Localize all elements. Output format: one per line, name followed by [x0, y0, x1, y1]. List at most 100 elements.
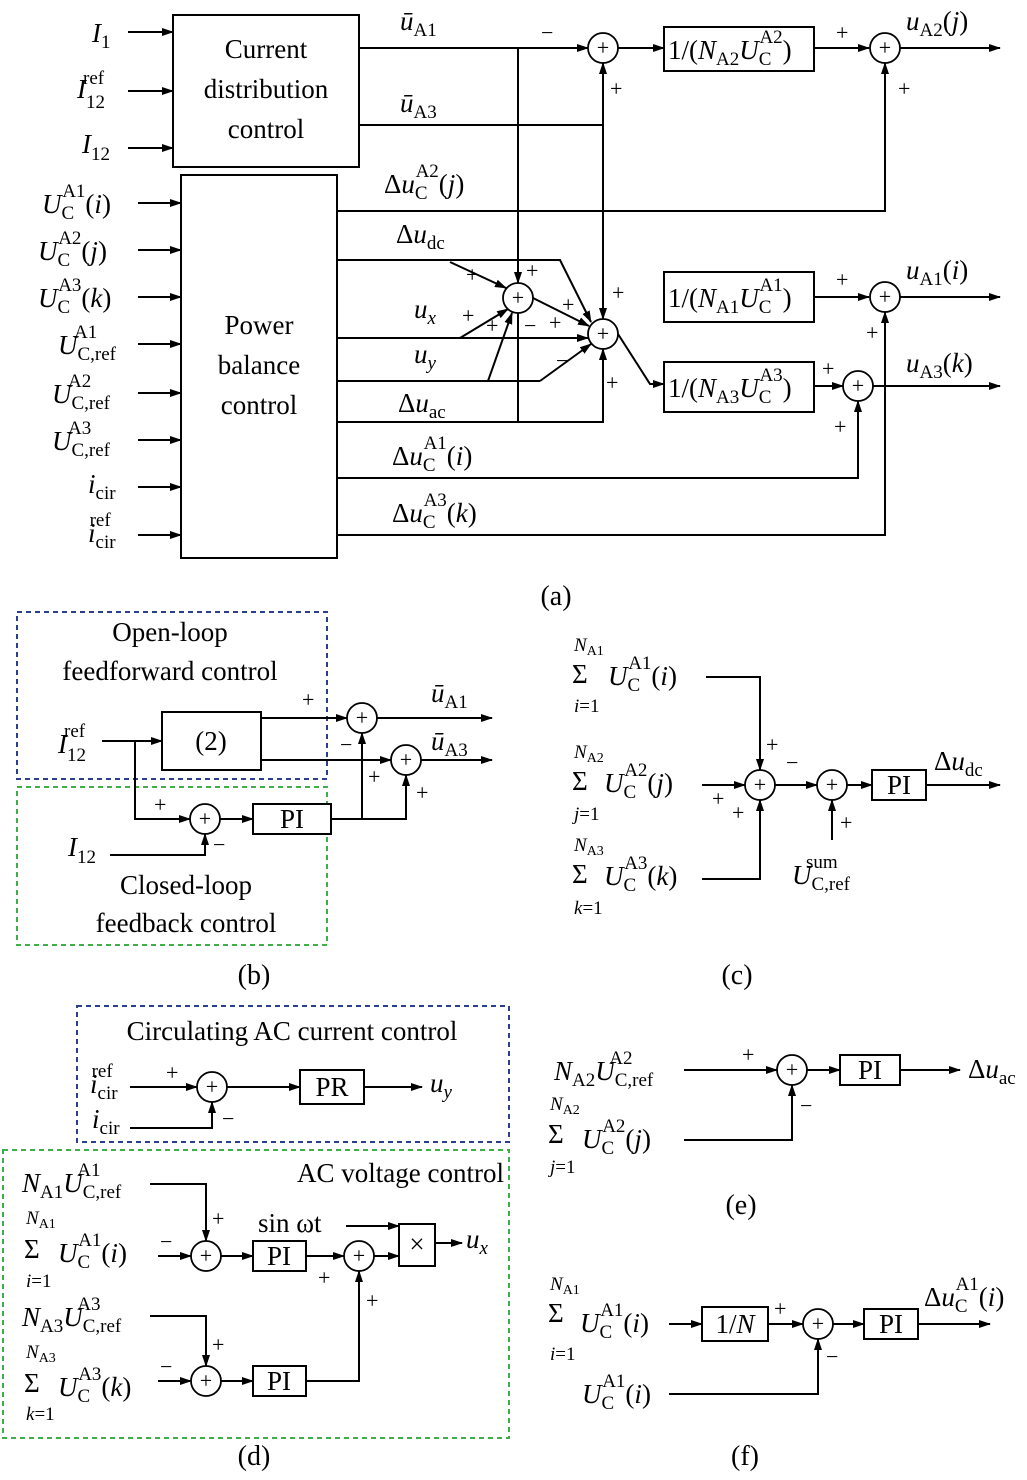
- label-e-NA2ref: NA2UC,refA2: [553, 1048, 654, 1091]
- open-loop-line2: feedforward control: [62, 656, 277, 686]
- svg-text:−: −: [786, 750, 798, 775]
- label-f-UCA1i: UCA1(i): [582, 1371, 651, 1414]
- svg-text:+: +: [486, 313, 498, 338]
- label-icirref: icirref: [88, 510, 116, 553]
- gain-block-na3: [663, 361, 815, 413]
- open-loop-line1: Open-loop: [112, 617, 227, 647]
- svg-text:+: +: [466, 262, 478, 287]
- svg-text:+: +: [200, 1368, 212, 1393]
- gain-block-1overN: [701, 1306, 769, 1342]
- svg-text:+: +: [200, 1243, 212, 1268]
- pi-block-b: [252, 803, 332, 835]
- sigma-e: Σ: [548, 1119, 564, 1149]
- label-e-sumA2: UCA2(j): [582, 1116, 651, 1159]
- svg-text:j=1: j=1: [571, 804, 600, 825]
- pb-input-arrows: [138, 199, 182, 539]
- wire-ux-to-sum: [459, 308, 509, 339]
- closed-loop-line2: feedback control: [96, 908, 277, 938]
- svg-text:−: −: [800, 1093, 812, 1118]
- power-balance-line3: control: [221, 390, 297, 420]
- svg-text:+: +: [597, 321, 609, 346]
- svg-text:PR: PR: [315, 1072, 348, 1102]
- power-balance-line2: balance: [218, 350, 300, 380]
- sigma-f: Σ: [548, 1298, 564, 1328]
- svg-text:+: +: [712, 786, 724, 811]
- svg-text:NA2: NA2: [549, 1094, 580, 1118]
- svg-text:+: +: [766, 732, 778, 757]
- ac-voltage-region: [2, 1149, 510, 1439]
- caption-e: (e): [725, 1190, 756, 1221]
- svg-text:+: +: [742, 1042, 754, 1067]
- label-d-ux: ux: [466, 1224, 489, 1259]
- panel-e: NA2UC,refA2 + + PI Δuac Σ NA2 j=1 UCA2(j…: [547, 1042, 1016, 1221]
- svg-text:+: +: [732, 800, 744, 825]
- sign-plus-top-below: +: [610, 76, 622, 101]
- equation-block: [161, 711, 262, 771]
- svg-text:−: −: [524, 313, 536, 338]
- svg-text:−: −: [160, 1354, 172, 1379]
- label-duCA2j: ΔuCA2(j): [384, 161, 464, 204]
- svg-text:−: −: [556, 348, 568, 373]
- svg-text:+: +: [416, 780, 428, 805]
- svg-text:NA3: NA3: [573, 835, 604, 859]
- panel-d: Circulating AC current control AC voltag…: [2, 1005, 510, 1472]
- label-d-sin: sin ωt: [258, 1208, 322, 1238]
- label-uy: uy: [414, 339, 437, 374]
- label-uA2j: uA2(j): [906, 6, 968, 41]
- sigma-c2: Σ: [572, 766, 588, 796]
- svg-text:+: +: [852, 373, 864, 398]
- svg-text:k=1: k=1: [574, 898, 603, 919]
- label-UCrefA1: UC,refA1: [58, 322, 117, 365]
- svg-text:NA1: NA1: [25, 1208, 56, 1232]
- label-d-icirref: icirref: [90, 1061, 118, 1104]
- label-d-sumA3: UCA3(k): [58, 1364, 131, 1407]
- svg-text:+: +: [754, 772, 766, 797]
- svg-text:PI: PI: [267, 1366, 291, 1396]
- svg-text:j=1: j=1: [547, 1157, 576, 1178]
- svg-text:NA2: NA2: [573, 742, 604, 766]
- multiplier-block: [398, 1223, 436, 1267]
- svg-text:+: +: [366, 1288, 378, 1313]
- svg-text:+: +: [212, 1332, 224, 1357]
- svg-text:+: +: [356, 705, 368, 730]
- sigma-c3: Σ: [572, 859, 588, 889]
- svg-text:+: +: [822, 356, 834, 381]
- svg-text:+: +: [212, 1206, 224, 1231]
- svg-text:+: +: [512, 285, 524, 310]
- label-d-NA1ref: NA1UC,refA1: [21, 1160, 122, 1203]
- svg-text:+: +: [840, 810, 852, 835]
- svg-text:PI: PI: [858, 1055, 882, 1085]
- sigma-d2: Σ: [24, 1368, 40, 1398]
- label-b-I12ref: I12ref: [57, 721, 86, 766]
- svg-text:−: −: [340, 732, 352, 757]
- current-dist-line1: Current: [225, 34, 308, 64]
- sigma-d1: Σ: [24, 1234, 40, 1264]
- label-UCA1i: UCA1(i): [42, 181, 111, 224]
- caption-b: (b): [238, 960, 271, 991]
- svg-text:PI: PI: [267, 1241, 291, 1271]
- label-d-NA3ref: NA3UC,refA3: [21, 1294, 122, 1337]
- svg-text:−: −: [826, 1344, 838, 1369]
- gain-block-na1: [663, 271, 815, 323]
- label-b-ubarA1: ūA1: [431, 678, 468, 713]
- panel-c: Σ NA1 i=1 UCA1(i) Σ NA2 j=1 UCA2(j) Σ NA…: [571, 635, 1001, 991]
- sign-plus-a2-below: +: [898, 76, 910, 101]
- circulating-current-region: [76, 1005, 510, 1143]
- svg-text:+: +: [353, 1243, 365, 1268]
- circ-title: Circulating AC current control: [127, 1016, 458, 1046]
- svg-text:+: +: [786, 1057, 798, 1082]
- label-c-sumA1: UCA1(i): [608, 653, 677, 696]
- label-e-duac: Δuac: [968, 1054, 1016, 1089]
- label-I12ref: I12ref: [76, 68, 105, 113]
- svg-text:×: ×: [409, 1229, 424, 1259]
- label-c-sumA2: UCA2(j): [604, 760, 673, 803]
- label-UCA3k: UCA3(k): [38, 275, 111, 318]
- power-balance-block: [180, 174, 338, 559]
- wire-duCA3: [337, 386, 886, 536]
- panel-a: Current distribution control Power balan…: [38, 6, 1001, 612]
- svg-text:+: +: [526, 258, 538, 283]
- pi-block-d1: [252, 1240, 307, 1272]
- label-uA1i: uA1(i): [906, 255, 968, 290]
